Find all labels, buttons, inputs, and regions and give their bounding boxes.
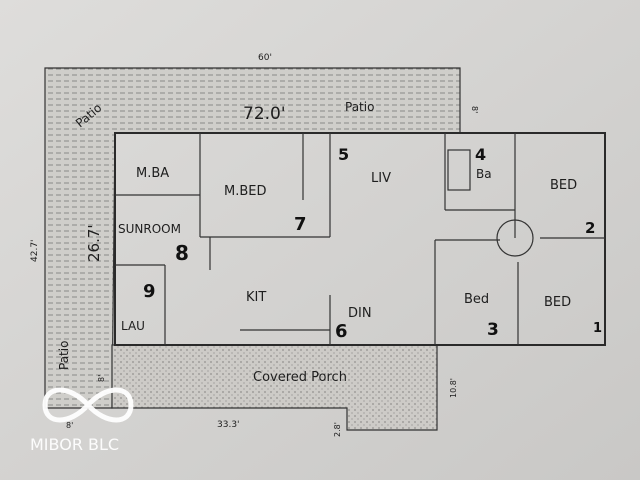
porch-label: Covered Porch [253,370,347,385]
room-master-bath: M.BA [136,166,169,181]
room-sunroom: SUNROOM [118,222,181,236]
photo-number-9: 9 [143,281,156,302]
dim-patio-length: 72.0' [243,104,286,124]
dim-bottom-left: 8' [66,421,73,430]
house-outline [114,132,606,346]
room-bed-3: Bed [464,292,489,307]
room-master-bed: M.BED [224,184,267,199]
photo-number-6: 6 [335,321,348,342]
dim-top-overall: 60' [258,53,272,63]
photo-number-4: 4 [475,145,486,164]
room-laundry: LAU [121,319,145,333]
photo-number-8: 8 [175,241,189,265]
photo-number-2: 2 [585,219,595,237]
watermark-text: MIBOR BLC [30,435,119,454]
dim-patio-depth-top: 8' [470,106,479,113]
dim-left-overall: 42.7' [30,239,40,262]
dim-left-inner: 26.7' [85,224,103,262]
dim-porch-step: 2.8' [333,422,342,437]
room-bed-1: BED [544,295,571,310]
room-dining: DIN [348,306,372,321]
room-bed-2: BED [550,178,577,193]
photo-number-3: 3 [487,320,499,340]
interior-walls [115,133,605,345]
room-bath: Ba [476,167,492,181]
patio-left-label: Patio [57,341,71,370]
photo-number-5: 5 [338,145,349,164]
room-living: LIV [371,171,391,186]
patio-top-label: Patio [345,100,374,114]
infinity-icon [42,387,134,423]
photo-number-1: 1 [593,321,602,336]
room-kitchen: KIT [246,290,266,305]
dim-porch-length: 33.3' [217,420,240,430]
mibor-blc-watermark-logo: MIBOR BLC [30,387,134,454]
photo-number-7: 7 [294,214,307,235]
dim-patio-depth-left: 8' [97,375,106,382]
dim-porch-depth: 10.8' [449,378,458,398]
